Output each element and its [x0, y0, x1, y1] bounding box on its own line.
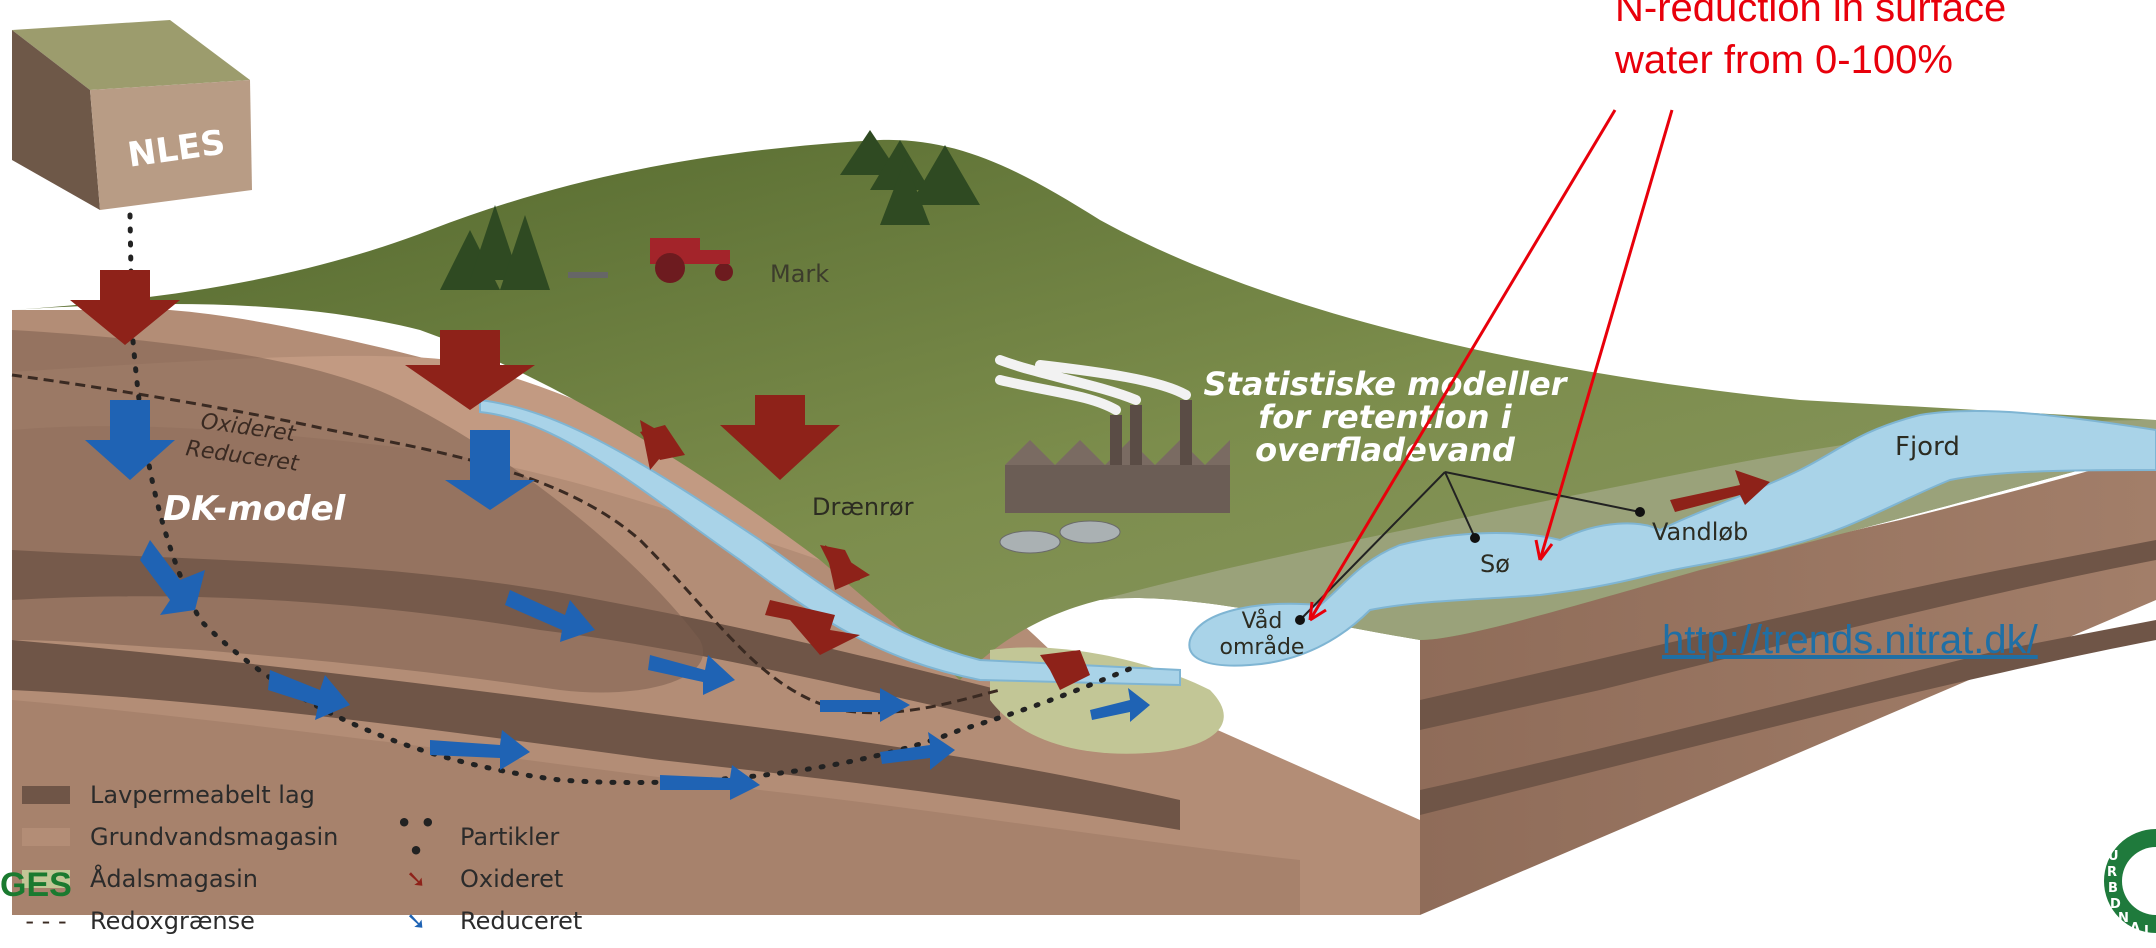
trees: [440, 130, 980, 290]
legend-label-reduceret: Reduceret: [460, 907, 583, 935]
trends-link[interactable]: http://trends.nitrat.dk/: [1662, 618, 2038, 662]
statistiske-title-line1: Statistiske modeller: [1204, 365, 1569, 403]
statistiske-title-line3: overfladevand: [1255, 431, 1516, 469]
landbrug-seal-logo: G U R B D N A L: [2104, 829, 2156, 936]
svg-text:R: R: [2107, 865, 2117, 880]
vandloeb-label: Vandløb: [1652, 518, 1748, 546]
svg-text:A: A: [2130, 921, 2140, 936]
redox-boundary: [11, 373, 1001, 715]
soe-label: Sø: [1480, 550, 1510, 578]
grundvand-swatch: [22, 828, 70, 846]
legend-item-redox: - - - Redoxgrænse: [22, 904, 255, 938]
legend-label-lavpermeabelt: Lavpermeabelt lag: [90, 781, 315, 809]
mark-label: Mark: [770, 260, 829, 288]
ges-brand-text: GES: [0, 866, 72, 904]
redox-dash-symbol: - - -: [25, 907, 67, 935]
annotation-line1: N-reduction in surface: [1615, 0, 2007, 30]
legend-item-partikler: • • • Partikler: [392, 809, 560, 865]
svg-text:B: B: [2108, 881, 2118, 896]
reduced-flow-arrows: [85, 400, 1150, 800]
statistiske-title-line2: for retention i: [1258, 398, 1512, 436]
annotation-line2: water from 0-100%: [1615, 38, 1953, 82]
legend-label-oxideret: Oxideret: [460, 865, 564, 893]
legend-label-redox: Redoxgrænse: [90, 907, 255, 935]
legend: Lavpermeabelt lag Grundvandsmagasin Ådal…: [22, 778, 622, 948]
location-dots: [1295, 507, 1645, 625]
tractor: [568, 238, 733, 283]
legend-item-grundvand: Grundvandsmagasin: [22, 820, 338, 854]
legend-item-oxideret: ➘ Oxideret: [392, 862, 563, 896]
svg-text:N: N: [2118, 911, 2129, 926]
vaad-label-line1: Våd: [1242, 608, 1283, 634]
partikler-dots-symbol: • • •: [396, 809, 436, 865]
legend-label-aadals: Ådalsmagasin: [90, 865, 258, 893]
fjord-label: Fjord: [1895, 432, 1960, 462]
dk-model-label: DK-model: [163, 489, 347, 529]
nles-cube: NLES: [12, 20, 252, 210]
reduceret-arrow-icon: ➘: [405, 907, 427, 935]
svg-text:L: L: [2144, 924, 2152, 936]
legend-label-grundvand: Grundvandsmagasin: [90, 823, 339, 851]
soil-right-face: [1420, 450, 2156, 915]
legend-item-reduceret: ➘ Reduceret: [392, 904, 582, 938]
aadals-swatch: [22, 870, 70, 888]
factory: [995, 355, 1230, 554]
n-reduction-annotation: N-reduction in surface water from 0-100%: [1615, 0, 2085, 86]
oxideret-arrow-icon: ➘: [405, 865, 427, 893]
legend-item-aadals: Ådalsmagasin: [22, 862, 258, 896]
legend-label-partikler: Partikler: [460, 823, 560, 851]
vaad-label-line2: område: [1220, 634, 1305, 660]
annotation-arrows: [1308, 109, 1674, 622]
draenroer-label: Drænrør: [812, 493, 914, 521]
svg-text:U: U: [2108, 849, 2119, 864]
legend-item-lavpermeabelt: Lavpermeabelt lag: [22, 778, 315, 812]
particle-path: [127, 212, 1143, 786]
svg-text:D: D: [2110, 897, 2121, 912]
lavpermeabelt-swatch: [22, 786, 70, 804]
oxidized-flow-arrows: [70, 270, 1770, 690]
